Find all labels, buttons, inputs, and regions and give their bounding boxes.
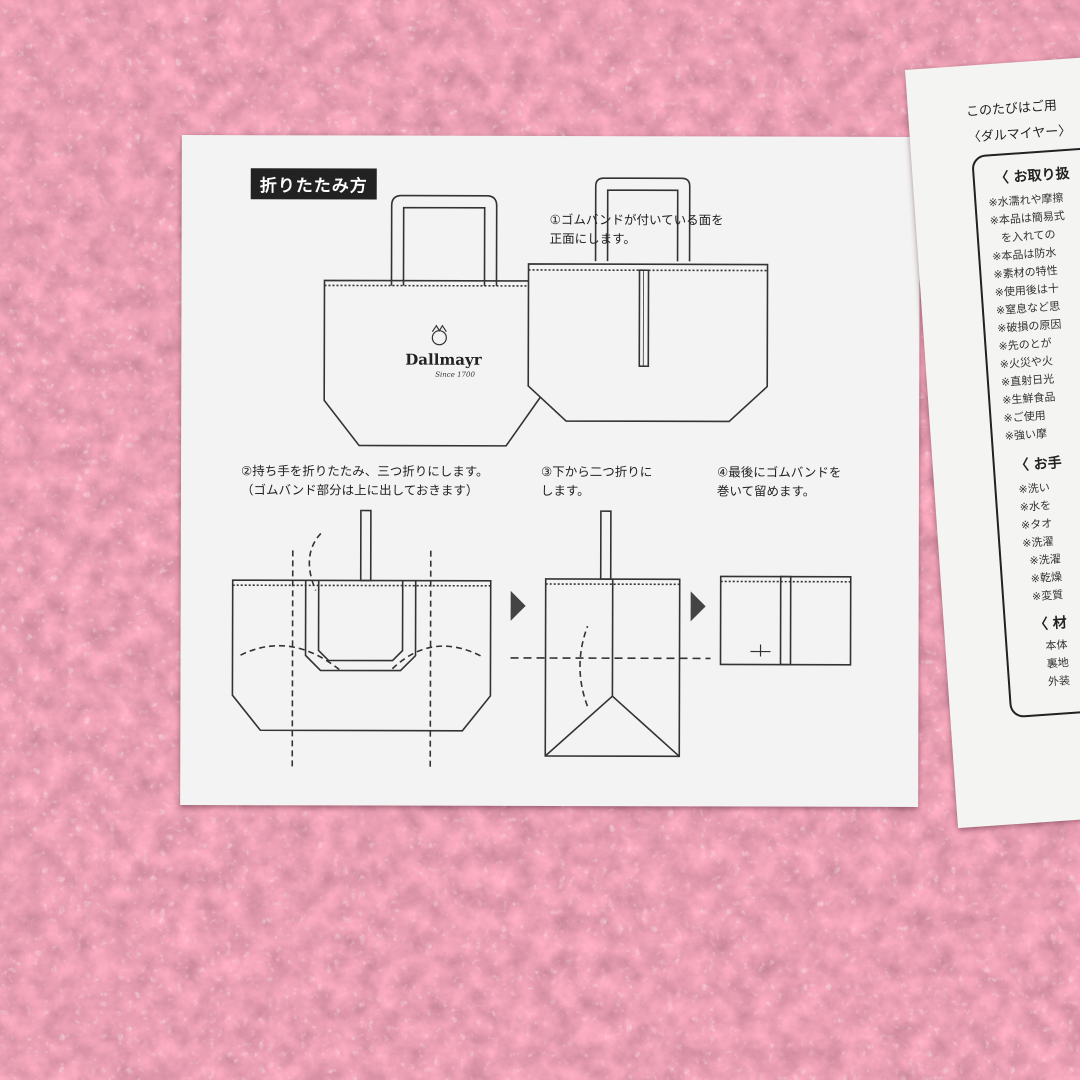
step2-text: ②持ち手を折りたたみ、三つ折りにします。 （ゴムバンド部分は上に出しておきます） — [240, 463, 489, 498]
section-care-heading: 〈 お手 — [1014, 455, 1063, 475]
step2-folded-bag-illustration — [231, 509, 492, 768]
list-item: 本体 — [1045, 638, 1068, 653]
tote-bag-front-illustration — [527, 177, 769, 423]
list-item: 裏地 — [1046, 656, 1070, 671]
card-title: 折りたたみ方 — [250, 168, 377, 200]
list-item: ※洗濯 — [1021, 534, 1054, 550]
arrow-right-icon — [510, 590, 526, 621]
brand-logo-text: Dallmayr — [405, 350, 482, 369]
folding-diagram — [231, 177, 852, 768]
list-item: 外装 — [1047, 673, 1071, 689]
list-item: ※洗い — [1018, 480, 1051, 497]
list-item: ※タオ — [1020, 516, 1053, 532]
list-item: ※乾燥 — [1030, 570, 1063, 586]
step3-folded-bag-illustration — [510, 510, 711, 758]
list-item: ※洗濯 — [1029, 552, 1062, 568]
step3-text: ③下から二つ折りに します。 — [540, 463, 653, 499]
dallmayr-emblem — [431, 324, 447, 346]
tote-bag-back-illustration — [323, 194, 543, 447]
step4-text: ④最後にゴムバンドを 巻いて留めます。 — [716, 464, 842, 499]
sheet-intro: このたびはご用 〈ダルマイヤー〉 — [965, 93, 1072, 152]
section-material-heading: 〈 材 — [1033, 615, 1068, 634]
list-item: ※変質 — [1031, 588, 1064, 604]
list-item: ※ご使用 — [1003, 409, 1047, 425]
arrow-right-icon — [690, 591, 706, 622]
step1-text: ①ゴムバンドが付いている面を 正面にします。 — [549, 211, 724, 247]
list-item: ※水を — [1019, 498, 1052, 515]
step4-rolled-bag-illustration — [719, 575, 852, 666]
list-item: ※強い摩 — [1004, 427, 1048, 443]
folding-instruction-card: 折りたたみ方 ①ゴムバンドが付いている面を 正面にします。 ②持ち手を折りたたみ… — [180, 135, 920, 807]
brand-since-text: Since 1700 — [435, 370, 475, 379]
